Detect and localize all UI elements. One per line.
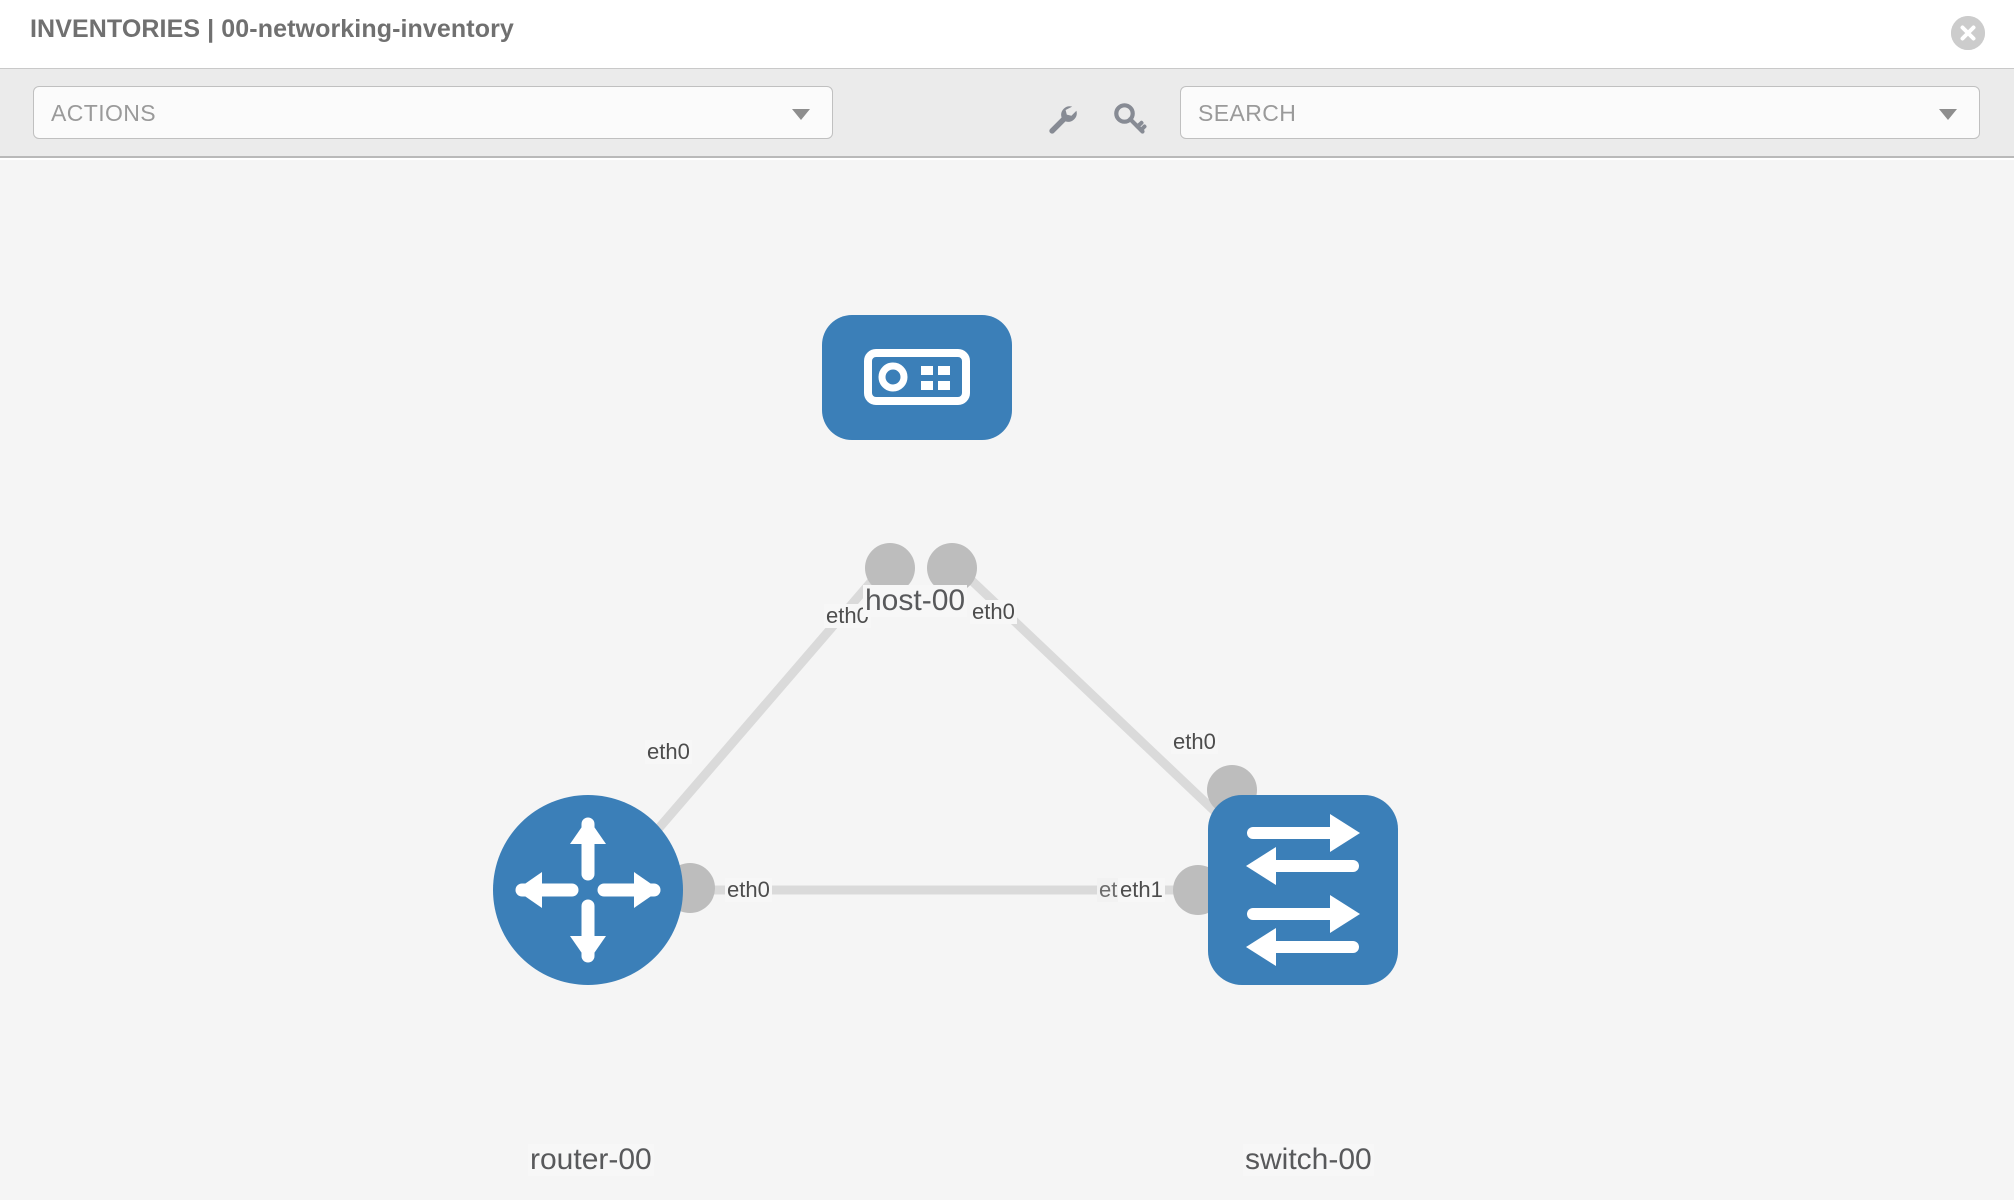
node-label-switch-00: switch-00	[1243, 1143, 1374, 1176]
actions-dropdown[interactable]: ACTIONS	[33, 86, 833, 139]
wrench-icon[interactable]	[1042, 99, 1080, 137]
node-router-00[interactable]	[493, 795, 683, 985]
node-switch-00[interactable]	[1208, 795, 1398, 985]
topology-graph	[493, 315, 1398, 985]
connector-host-left	[865, 543, 915, 593]
connector-host-right	[927, 543, 977, 593]
iface-label-router-right: eth0	[725, 877, 772, 902]
iface-label-router-up: eth0	[645, 739, 692, 764]
chevron-down-icon	[792, 108, 810, 120]
node-label-host-00: host-00	[863, 584, 968, 617]
node-host-00[interactable]	[822, 315, 1012, 440]
actions-dropdown-label: ACTIONS	[51, 100, 157, 126]
search-chevron-down-icon[interactable]	[1939, 108, 1957, 120]
topology-canvas[interactable]: eth0 eth0 eth0 eth0 eth0 eth0 eth1 host-…	[0, 160, 2014, 1200]
page-title: INVENTORIES | 00-networking-inventory	[30, 15, 514, 43]
key-icon[interactable]	[1110, 99, 1148, 137]
iface-label-switch-up: eth0	[1171, 729, 1218, 754]
page-header: INVENTORIES | 00-networking-inventory	[0, 0, 2014, 68]
node-label-router-00: router-00	[528, 1143, 654, 1176]
iface-label-host-right: eth0	[970, 599, 1017, 624]
close-icon[interactable]	[1951, 16, 1985, 50]
iface-label-switch-left: eth1	[1118, 877, 1165, 902]
search-input[interactable]: SEARCH	[1180, 86, 1980, 139]
search-placeholder: SEARCH	[1198, 100, 1297, 126]
toolbar: ACTIONS SEARCH	[0, 68, 2014, 158]
